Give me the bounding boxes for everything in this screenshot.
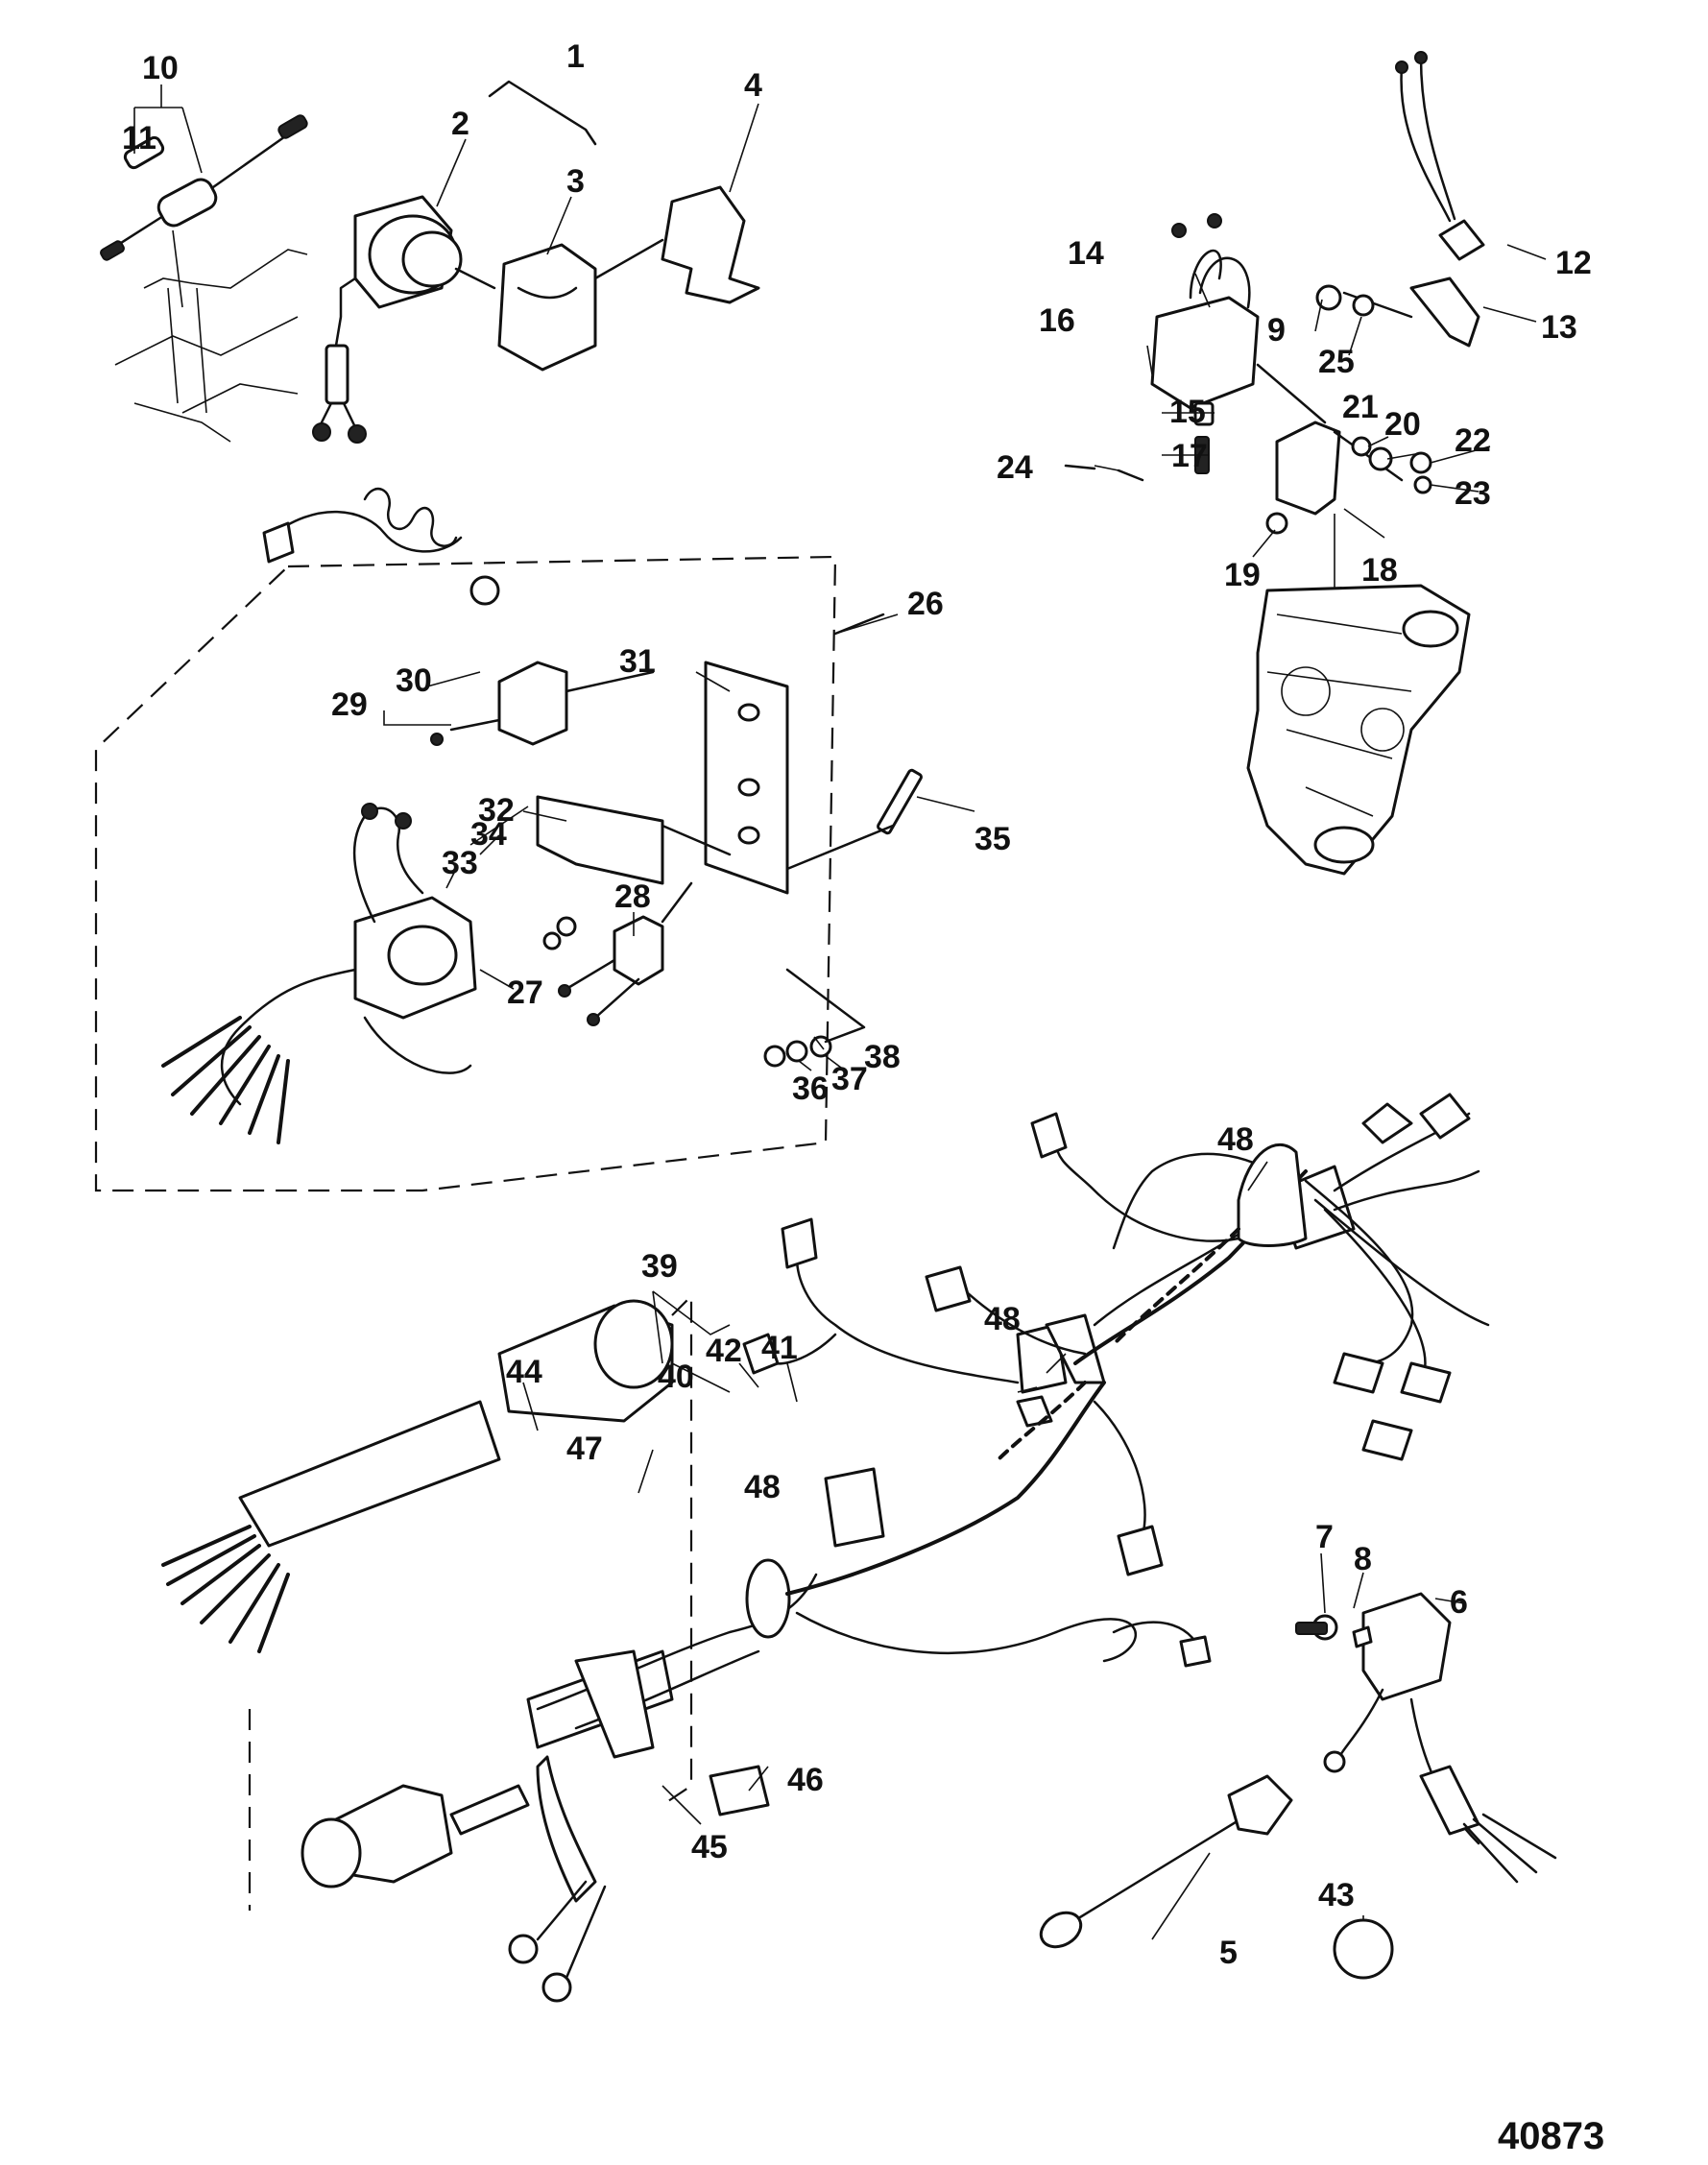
callout-16: 16 bbox=[1039, 302, 1075, 339]
callout-46: 46 bbox=[787, 1762, 824, 1798]
callout-25: 25 bbox=[1318, 344, 1355, 380]
callout-4: 4 bbox=[744, 67, 762, 104]
callout-44: 44 bbox=[506, 1354, 542, 1390]
callout-9: 9 bbox=[1267, 312, 1286, 349]
inline-fuse-assembly bbox=[100, 114, 308, 443]
callout-21: 21 bbox=[1342, 389, 1379, 425]
callout-3: 3 bbox=[566, 163, 585, 200]
callout-22: 22 bbox=[1455, 422, 1491, 459]
callout-33: 33 bbox=[442, 845, 478, 881]
callout-15: 15 bbox=[1169, 394, 1206, 430]
callout-26: 26 bbox=[907, 586, 944, 622]
callout-34: 34 bbox=[470, 816, 507, 853]
callout-36: 36 bbox=[792, 1070, 829, 1107]
callout-24: 24 bbox=[997, 449, 1033, 486]
callout-47: 47 bbox=[566, 1431, 603, 1467]
callout-29: 29 bbox=[331, 686, 368, 723]
switch-boot-assembly bbox=[312, 80, 760, 444]
callout-48-lower: 48 bbox=[744, 1469, 781, 1505]
callout-37: 37 bbox=[831, 1061, 868, 1097]
callout-2: 2 bbox=[451, 106, 469, 142]
callout-1: 1 bbox=[566, 38, 585, 75]
callout-18: 18 bbox=[1361, 552, 1398, 589]
callout-23: 23 bbox=[1455, 475, 1491, 512]
callout-38: 38 bbox=[864, 1039, 901, 1075]
callout-13: 13 bbox=[1541, 309, 1577, 346]
callout-11: 11 bbox=[122, 120, 156, 156]
callout-7: 7 bbox=[1315, 1519, 1334, 1555]
callout-48-middle: 48 bbox=[984, 1301, 1021, 1337]
callout-32: 32 bbox=[478, 792, 515, 829]
choke-solenoid-assembly bbox=[1064, 51, 1485, 876]
callout-20: 20 bbox=[1384, 406, 1421, 443]
callout-41: 41 bbox=[761, 1330, 798, 1366]
callout-48-top: 48 bbox=[1217, 1121, 1254, 1158]
misc-electrical-parts bbox=[1039, 1592, 1557, 1980]
callout-28: 28 bbox=[614, 878, 651, 915]
callout-labels: 1 2 3 4 5 6 7 8 9 10 11 12 13 14 15 16 1… bbox=[122, 38, 1592, 1971]
callout-19: 19 bbox=[1224, 557, 1261, 593]
callout-10: 10 bbox=[142, 50, 179, 86]
callout-6: 6 bbox=[1450, 1584, 1468, 1621]
callout-43: 43 bbox=[1318, 1877, 1355, 1913]
callout-42: 42 bbox=[706, 1333, 742, 1369]
callout-39: 39 bbox=[641, 1248, 678, 1285]
callout-45: 45 bbox=[691, 1829, 728, 1865]
callout-leaders bbox=[133, 84, 1547, 1940]
callout-12: 12 bbox=[1555, 245, 1592, 281]
callout-8: 8 bbox=[1354, 1541, 1372, 1577]
callout-27: 27 bbox=[507, 974, 543, 1011]
callout-40: 40 bbox=[658, 1359, 694, 1395]
callout-17: 17 bbox=[1171, 438, 1208, 474]
callout-31: 31 bbox=[619, 643, 656, 680]
callout-5: 5 bbox=[1219, 1935, 1238, 1971]
wiring-harness-assembly bbox=[161, 1093, 1490, 2003]
callout-14: 14 bbox=[1068, 235, 1104, 272]
figure-number: 40873 bbox=[1498, 2115, 1604, 2157]
callout-30: 30 bbox=[396, 662, 432, 699]
control-panel-assembly bbox=[94, 488, 923, 1192]
callout-35: 35 bbox=[974, 821, 1011, 857]
